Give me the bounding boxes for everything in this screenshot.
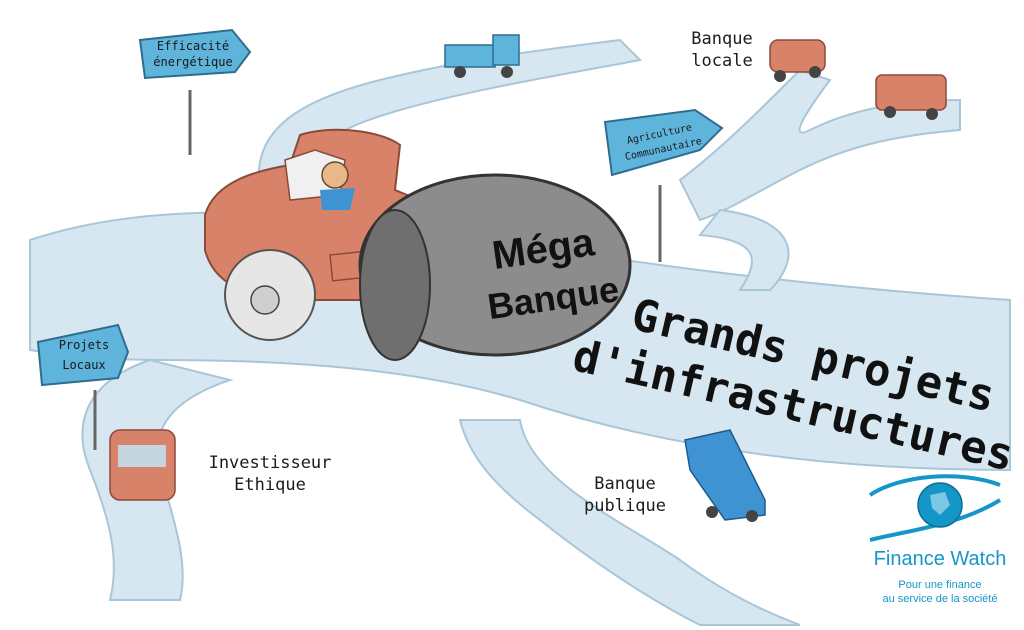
finance-watch-brand: Finance Watch Pour une finance au servic… [860, 548, 1020, 607]
road-label-banque-publique: Banque publique [565, 473, 685, 517]
road-label-investisseur: Investisseur Ethique [200, 452, 340, 496]
sign-projets-line2: Locaux [62, 358, 105, 372]
truck-top [444, 34, 520, 78]
road-label-banque-locale: Banque locale [662, 28, 782, 72]
road-label-banque-locale-line2: locale [691, 51, 753, 72]
brand-tagline-line1: Pour une finance [898, 579, 982, 591]
steamroller: Méga Banque [204, 128, 632, 361]
sign-efficacite-line1: Efficacité [157, 39, 229, 53]
brand-tagline: Pour une finance au service de la sociét… [860, 579, 1020, 607]
van-lower-center [684, 429, 766, 522]
sign-projets-line1: Projets [59, 338, 110, 352]
car-lower-left [109, 429, 176, 501]
sign-poles [93, 90, 662, 450]
road-label-banque-locale-line1: Banque [691, 29, 753, 49]
sign-efficacite-line2: énergétique [153, 55, 232, 69]
car-banque-locale [769, 39, 826, 82]
road-right [698, 208, 790, 291]
road-label-banque-publique-line1: Banque [594, 474, 656, 494]
road-label-banque-publique-line2: publique [584, 496, 666, 517]
brand-name: Finance Watch [873, 548, 1007, 570]
road-lower-center [458, 419, 801, 626]
sign-efficacite: Efficacité énergétique [138, 28, 252, 80]
brand-tagline-line2: au service de la société [882, 592, 998, 605]
sign-projets: Projets Locaux [36, 323, 130, 387]
finance-watch-logo-icon [868, 474, 1002, 542]
road-label-investisseur-line1: Investisseur [208, 453, 332, 473]
van-right [875, 74, 947, 120]
road-label-investisseur-line2: Ethique [234, 475, 306, 496]
